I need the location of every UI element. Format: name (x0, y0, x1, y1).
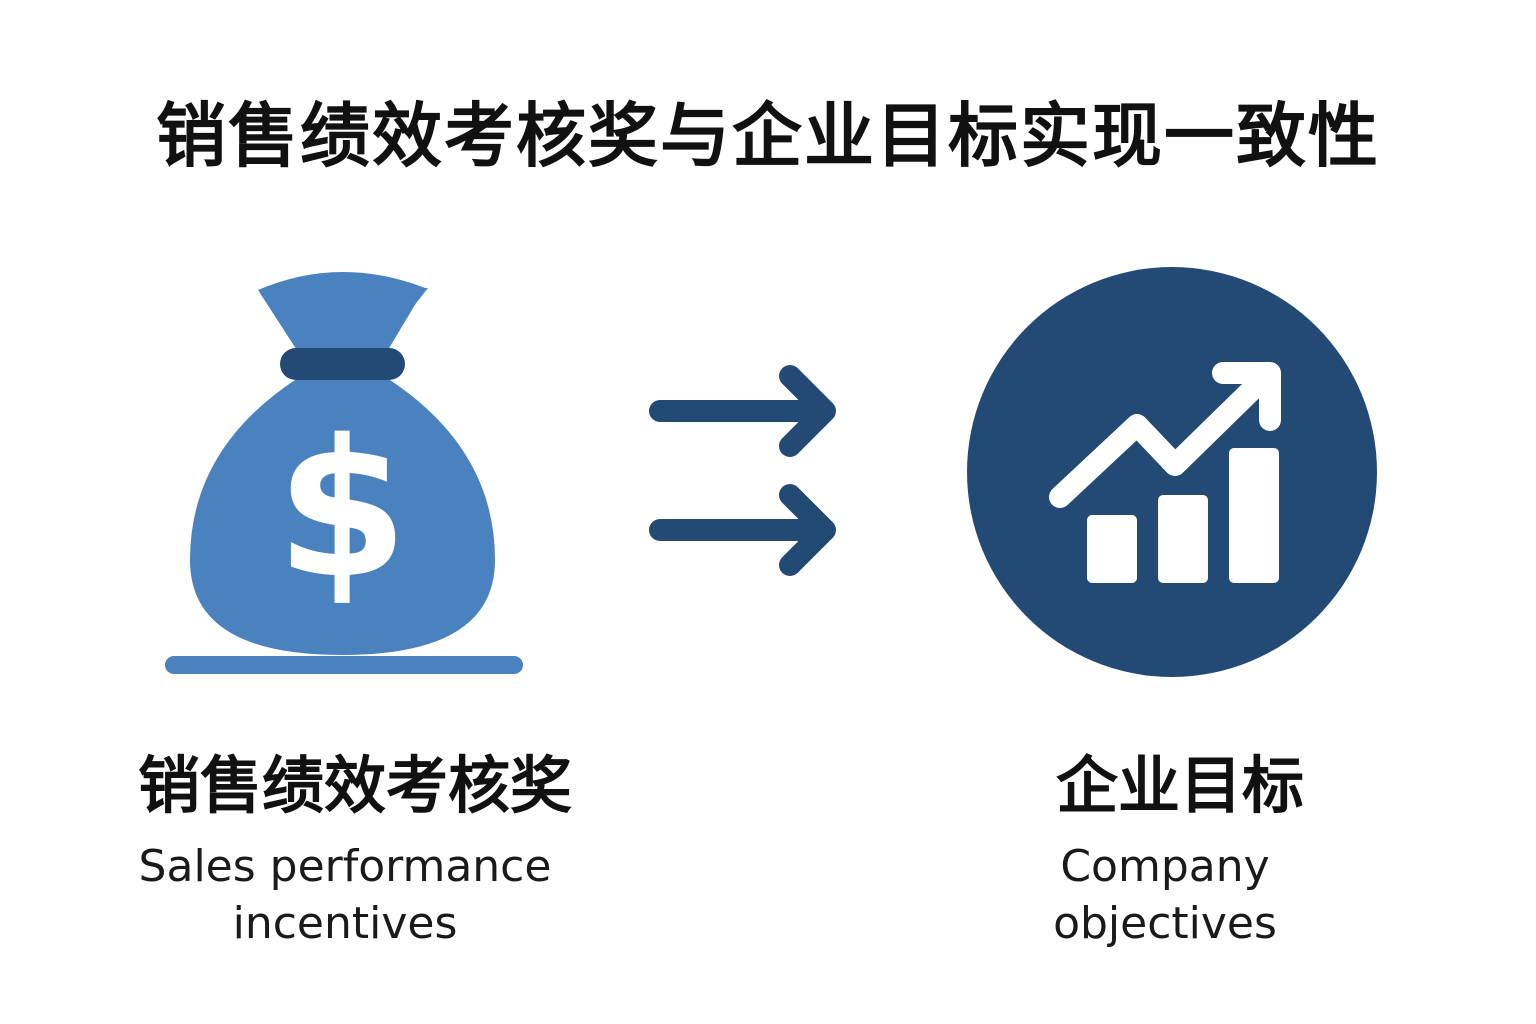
growth-chart-icon (967, 267, 1377, 677)
right-label-en-1: Company (1060, 841, 1270, 892)
left-label-en-1: Sales performance (138, 841, 552, 892)
page-title: 销售绩效考核奖与企业目标实现一致性 (156, 95, 1380, 177)
right-label-zh: 企业目标 (1055, 749, 1304, 822)
right-label-en-2: objectives (1053, 898, 1277, 949)
arrows-icon (649, 365, 836, 576)
money-bag-icon: $ (165, 271, 523, 674)
left-label-en-2: incentives (232, 898, 458, 949)
left-label-zh: 销售绩效考核奖 (137, 749, 572, 822)
svg-text:$: $ (276, 399, 408, 620)
